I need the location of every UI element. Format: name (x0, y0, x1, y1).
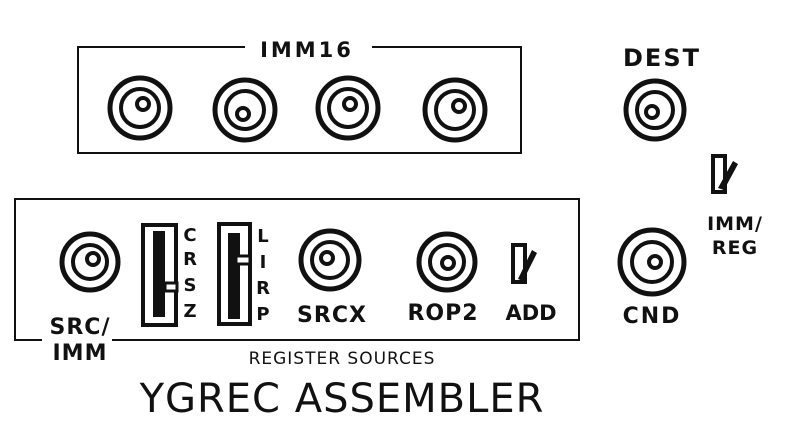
slider2-letter-2: I (260, 252, 267, 273)
imm16-knob-1[interactable] (107, 75, 173, 141)
slider1-letter-1: C (183, 225, 196, 246)
imm-reg-label-line1: IMM/ (707, 213, 763, 235)
src-imm-label-line2: IMM (53, 341, 108, 366)
imm16-label: IMM16 (260, 38, 354, 62)
dest-label: DEST (623, 44, 701, 72)
add-label: ADD (505, 301, 556, 325)
imm16-group-frame (77, 46, 522, 154)
page-title: YGREC ASSEMBLER (139, 376, 545, 422)
rop2-label: ROP2 (407, 301, 478, 326)
src-imm-label-line1: SRC/ (50, 315, 111, 340)
imm16-knob-4[interactable] (422, 77, 488, 143)
slider1-letter-3: S (184, 275, 197, 296)
slider2-letter-4: P (256, 304, 269, 325)
imm-reg-label-line2: REG (712, 237, 758, 259)
slider1-letter-4: Z (183, 301, 196, 322)
shift-slider[interactable] (217, 222, 252, 326)
condition-slider[interactable] (141, 223, 179, 327)
srcx-knob[interactable] (298, 228, 362, 292)
imm16-knob-3[interactable] (315, 75, 381, 141)
cnd-label: CND (623, 304, 682, 329)
slider1-letter-2: R (183, 249, 197, 270)
dest-knob[interactable] (623, 78, 687, 142)
src-imm-knob[interactable] (59, 231, 121, 293)
rop2-knob[interactable] (416, 231, 478, 293)
slider2-letter-3: R (256, 278, 270, 299)
add-toggle-switch[interactable] (511, 243, 537, 284)
register-sources-label: REGISTER SOURCES (249, 349, 436, 369)
srcx-label: SRCX (297, 303, 367, 328)
register-sources-group-frame (14, 198, 580, 341)
cnd-knob[interactable] (617, 227, 687, 297)
imm-reg-toggle-switch[interactable] (711, 154, 738, 194)
slider2-letter-1: L (257, 226, 268, 247)
imm16-knob-2[interactable] (212, 77, 278, 143)
